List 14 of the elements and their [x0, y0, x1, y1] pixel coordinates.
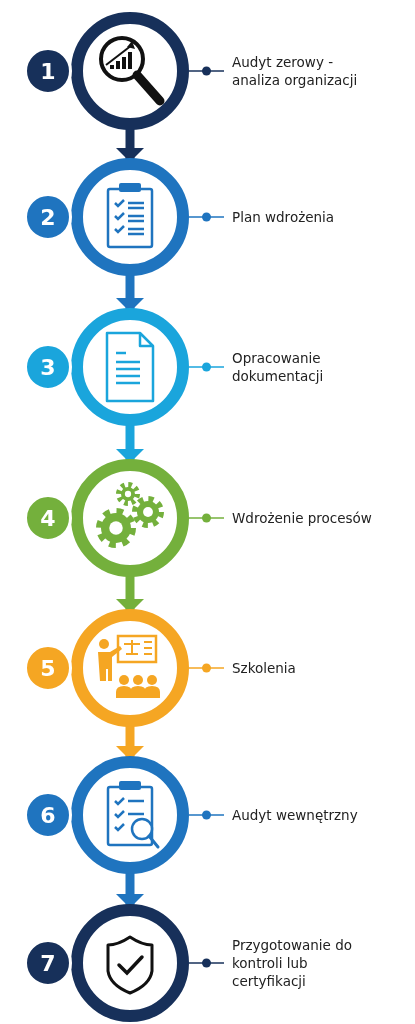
step-number-badge: 2 — [24, 193, 72, 241]
step-label: Audyt wewnętrzny — [232, 805, 358, 825]
step-label: Audyt zerowy - analiza organizacji — [232, 52, 359, 90]
step-label: Szkolenia — [232, 658, 296, 678]
step-number-badge: 4 — [24, 494, 72, 542]
step-number-badge: 7 — [24, 939, 72, 987]
step-label: Przygotowanie do kontroli lub certyfikacji — [232, 935, 353, 991]
step-number-badge: 1 — [24, 47, 72, 95]
step-label: Plan wdrożenia — [232, 207, 335, 227]
step-number-badge: 5 — [24, 644, 72, 692]
step-label: Opracowanie dokumentacji — [232, 348, 325, 386]
step-label: Wdrożenie procesów — [232, 508, 372, 528]
step-number-badge: 6 — [24, 791, 72, 839]
step-number-badge: 3 — [24, 343, 72, 391]
